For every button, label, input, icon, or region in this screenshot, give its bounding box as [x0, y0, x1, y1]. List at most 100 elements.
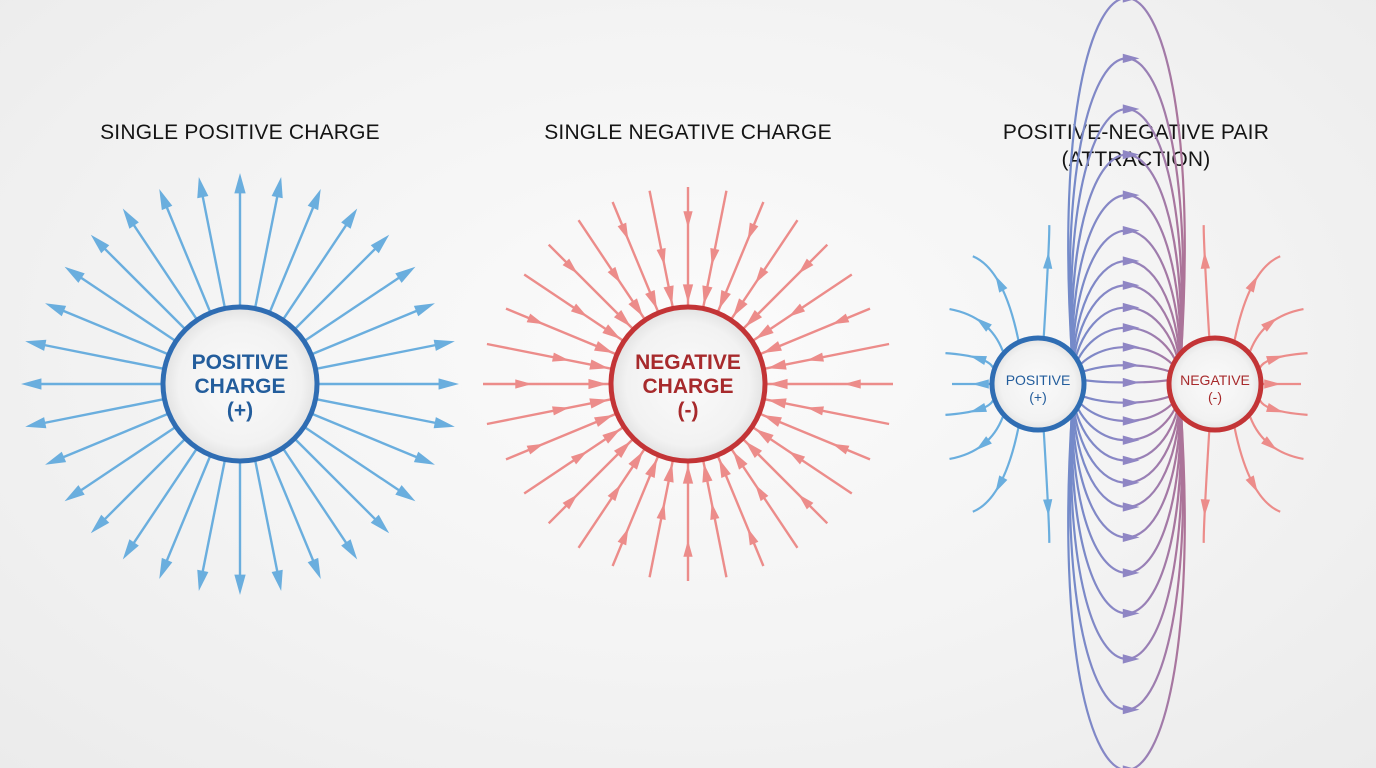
- arrowhead-icon: [755, 484, 769, 502]
- arrowhead-icon: [798, 258, 814, 274]
- arrowhead-icon: [762, 414, 782, 427]
- arrowhead-icon: [45, 451, 67, 465]
- dipole-field-line: [945, 352, 994, 369]
- arrowhead-icon: [747, 222, 759, 240]
- arrowhead-icon: [755, 429, 774, 444]
- arrowhead-icon: [1245, 275, 1258, 293]
- pair-positive-label: POSITIVE (+): [1005, 372, 1071, 405]
- arrowhead-icon: [1122, 53, 1140, 64]
- arrowhead-icon: [413, 303, 435, 317]
- arrowhead-icon: [438, 378, 459, 390]
- dipole-field-line: [1071, 346, 1182, 377]
- arrowhead-icon: [995, 275, 1008, 293]
- arrowhead-icon: [197, 177, 209, 199]
- field-line: [317, 398, 442, 426]
- arrowhead-icon: [645, 290, 658, 310]
- arrowhead-icon: [1043, 499, 1053, 517]
- arrowhead-icon: [832, 443, 850, 455]
- arrowhead-icon: [562, 494, 578, 510]
- arrowhead-icon: [271, 177, 283, 199]
- dipole-field-line: [1202, 225, 1211, 337]
- field-line: [295, 243, 381, 329]
- arrowhead-icon: [806, 406, 824, 416]
- arrowhead-icon: [755, 266, 769, 284]
- arrowhead-icon: [25, 417, 47, 429]
- dipole-field-line: [1069, 406, 1184, 660]
- negative-charge-label: NEGATIVE CHARGE (-): [635, 351, 741, 422]
- arrowhead-icon: [607, 266, 621, 284]
- arrowhead-icon: [1122, 225, 1140, 236]
- arrowhead-icon: [617, 222, 629, 240]
- field-line: [254, 190, 280, 307]
- arrowhead-icon: [718, 458, 731, 478]
- field-line: [282, 449, 351, 549]
- arrowhead-icon: [1122, 104, 1140, 114]
- arrowhead-icon: [1122, 435, 1140, 445]
- arrowhead-icon: [769, 378, 788, 390]
- arrowhead-icon: [1122, 765, 1133, 768]
- arrowhead-icon: [702, 463, 713, 483]
- arrowhead-icon: [21, 378, 42, 390]
- arrowhead-icon: [1122, 608, 1140, 619]
- arrowhead-icon: [995, 475, 1008, 493]
- arrowhead-icon: [656, 248, 666, 266]
- arrowhead-icon: [1200, 251, 1210, 269]
- arrowhead-icon: [433, 339, 455, 351]
- arrowhead-icon: [683, 540, 693, 557]
- field-line: [282, 219, 351, 319]
- arrowhead-icon: [526, 443, 544, 455]
- arrowhead-icon: [1261, 436, 1278, 451]
- dipole-field-line: [1067, 411, 1186, 768]
- arrowhead-icon: [747, 528, 759, 546]
- negative-charge-field-lines: [483, 187, 893, 581]
- dipole-field-line: [1067, 0, 1186, 357]
- field-line: [486, 342, 611, 370]
- arrowhead-icon: [1122, 502, 1140, 512]
- pair-negative-label: NEGATIVE (-): [1180, 372, 1250, 405]
- arrowhead-icon: [341, 539, 358, 560]
- arrowhead-icon: [234, 574, 246, 595]
- arrowhead-icon: [969, 355, 987, 365]
- field-line: [99, 439, 185, 525]
- arrowhead-icon: [1122, 654, 1140, 664]
- arrowhead-icon: [1122, 478, 1140, 488]
- arrowhead-icon: [570, 303, 588, 317]
- field-line: [305, 273, 405, 342]
- field-line: [57, 307, 168, 355]
- field-line: [765, 342, 890, 370]
- arrowhead-icon: [656, 502, 666, 520]
- arrowhead-icon: [562, 258, 578, 274]
- title-single-positive: SINGLE POSITIVE CHARGE: [100, 121, 380, 144]
- arrowhead-icon: [307, 557, 321, 579]
- field-line: [57, 413, 168, 461]
- arrowhead-icon: [767, 359, 787, 370]
- arrowhead-icon: [788, 451, 806, 465]
- arrowhead-icon: [702, 285, 713, 305]
- arrowhead-icon: [1245, 475, 1258, 493]
- dipole-field-line: [1071, 391, 1182, 422]
- arrowhead-icon: [972, 379, 989, 389]
- dipole-field-line: [1070, 401, 1183, 574]
- arrowhead-icon: [90, 234, 110, 254]
- arrowhead-icon: [975, 317, 992, 332]
- arrowhead-icon: [594, 341, 614, 354]
- arrowhead-icon: [1122, 360, 1140, 370]
- arrowhead-icon: [745, 309, 763, 327]
- arrowhead-icon: [762, 341, 782, 354]
- arrowhead-icon: [645, 458, 658, 478]
- arrowhead-icon: [197, 569, 209, 591]
- negative-charge-disc: [608, 304, 768, 464]
- arrowhead-icon: [1264, 379, 1281, 389]
- positive-charge-disc: [160, 304, 320, 464]
- arrowhead-icon: [663, 285, 674, 305]
- arrowhead-icon: [25, 339, 47, 351]
- arrowhead-icon: [552, 352, 570, 362]
- field-line: [305, 426, 405, 495]
- arrowhead-icon: [1122, 0, 1133, 3]
- field-line: [765, 398, 890, 426]
- arrowhead-icon: [628, 451, 643, 470]
- arrowhead-icon: [745, 441, 763, 459]
- arrowhead-icon: [122, 208, 139, 229]
- arrowhead-icon: [159, 189, 173, 211]
- arrowhead-icon: [594, 414, 614, 427]
